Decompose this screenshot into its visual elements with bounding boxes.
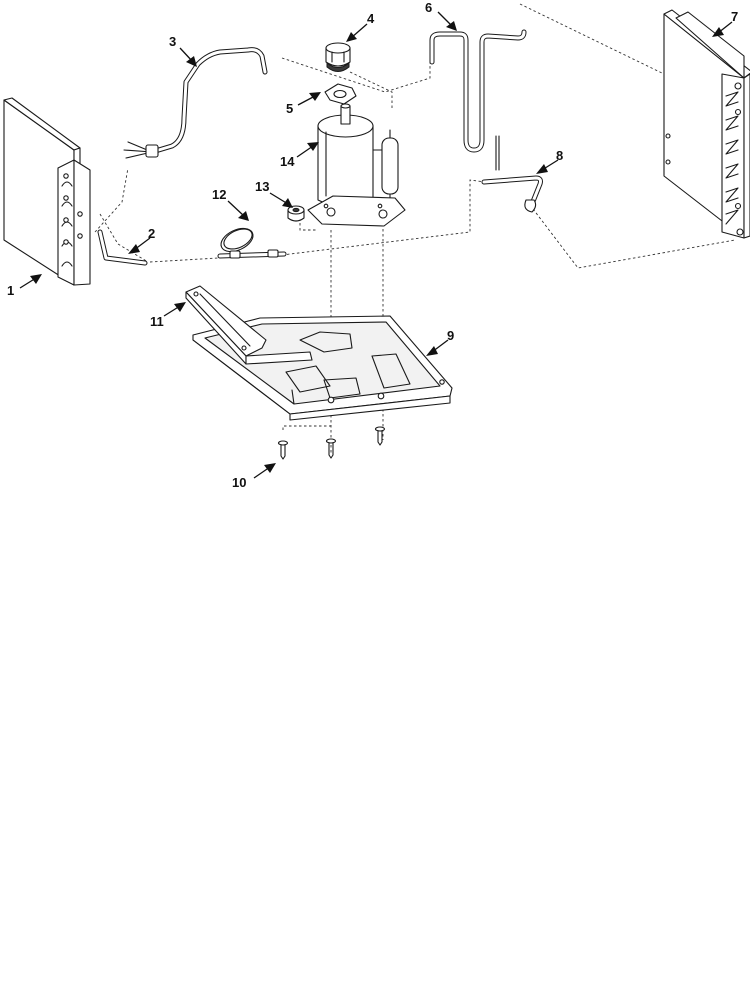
callout-9: 9 — [447, 328, 454, 343]
base-rail — [185, 285, 313, 365]
suction-tube — [429, 29, 527, 153]
tube-8 — [481, 135, 543, 213]
screw — [374, 426, 386, 446]
callout-5: 5 — [286, 101, 293, 116]
callout-labels: 1 2 3 4 5 6 7 8 9 10 11 12 13 14 — [7, 0, 738, 490]
condenser-coil — [3, 97, 91, 286]
callout-8: 8 — [556, 148, 563, 163]
callout-12: 12 — [212, 187, 226, 202]
compressor — [307, 103, 406, 227]
evaporator-coil — [663, 9, 750, 239]
callout-4: 4 — [367, 11, 375, 26]
screw — [325, 438, 337, 459]
callout-7: 7 — [731, 9, 738, 24]
capillary-tube — [217, 227, 287, 259]
callout-6: 6 — [425, 0, 432, 15]
callout-3: 3 — [169, 34, 176, 49]
callout-1: 1 — [7, 283, 14, 298]
grommet — [287, 205, 305, 222]
callout-13: 13 — [255, 179, 269, 194]
terminal-gasket — [324, 83, 357, 105]
tube-2 — [97, 229, 148, 266]
callout-10: 10 — [232, 475, 246, 490]
evaporator-tube-bends — [665, 82, 744, 236]
callout-2: 2 — [148, 226, 155, 241]
callout-14: 14 — [280, 154, 295, 169]
screw — [277, 440, 289, 460]
compressor-terminal-cover — [325, 42, 351, 72]
screws — [277, 426, 386, 460]
condenser-tube-bends — [61, 173, 83, 267]
callout-leaders — [19, 11, 733, 479]
discharge-tube — [123, 47, 268, 159]
callout-11: 11 — [150, 314, 164, 329]
